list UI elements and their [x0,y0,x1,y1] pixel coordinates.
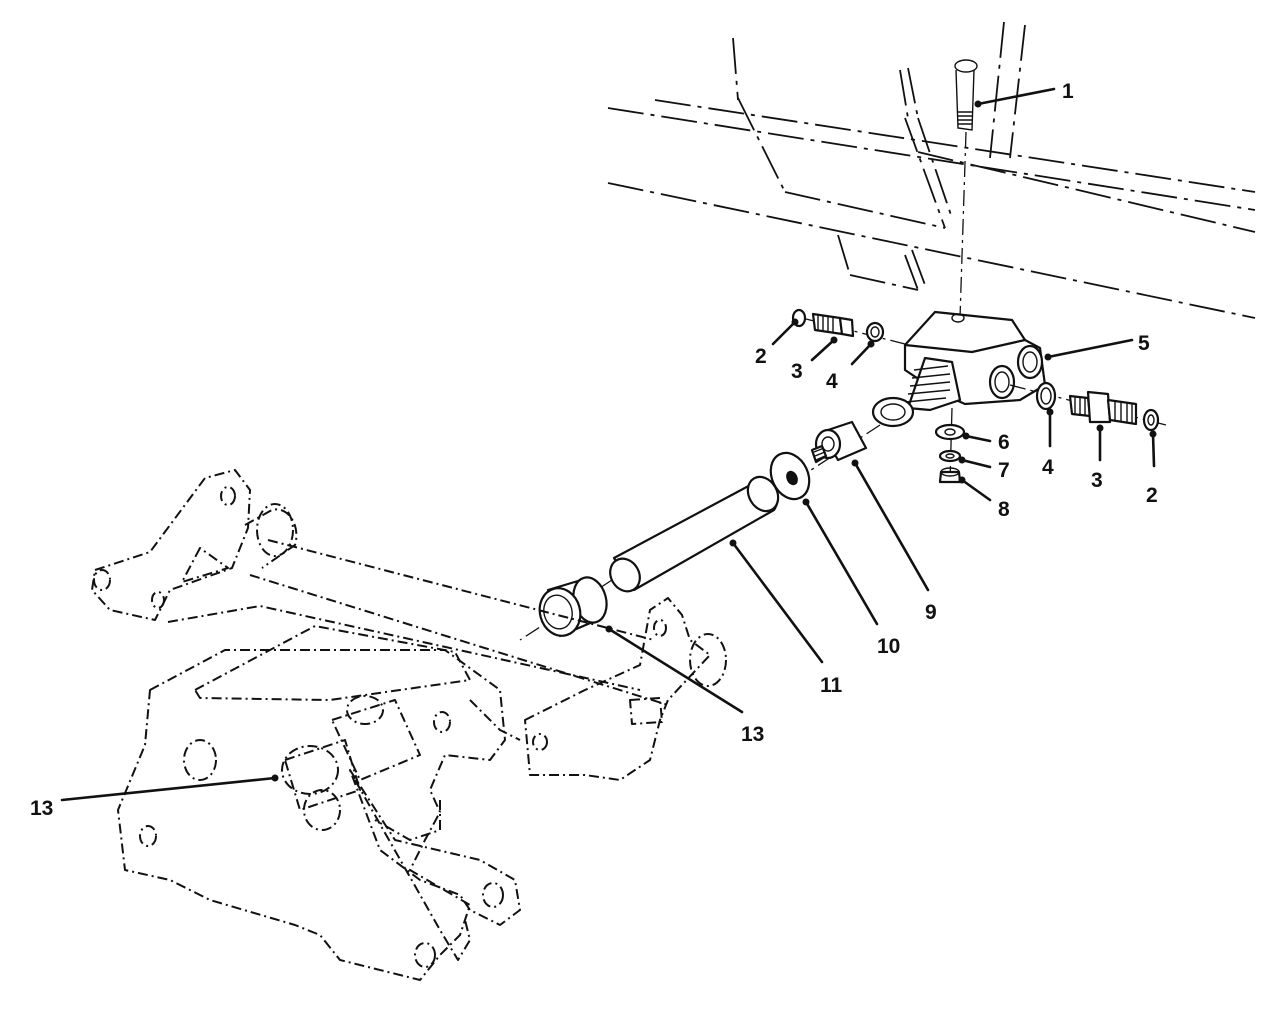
callout-label-3-left: 3 [791,360,803,383]
right-fitting-set [1009,381,1171,432]
callout-label-6: 6 [998,431,1010,454]
callout-10: 10 [802,498,900,658]
callout-label-1: 1 [1062,80,1074,103]
callout-label-13-left: 13 [30,797,53,820]
callout-label-7: 7 [998,459,1010,482]
callout-8: 8 [958,476,1010,521]
callout-label-2-right: 2 [1146,484,1158,507]
left-fitting-set [791,308,906,345]
cap-screw [807,420,881,473]
callout-3-right: 3 [1091,424,1104,492]
bolt [954,59,978,319]
callout-11: 11 [729,539,843,697]
callout-9: 9 [851,459,937,624]
callout-label-3-right: 3 [1091,469,1103,492]
callout-3-left: 3 [791,336,838,383]
callout-label-2-left: 2 [755,345,767,368]
pivot-shaft [519,475,780,641]
callout-label-9: 9 [925,601,937,624]
callout-5: 5 [1044,332,1150,361]
callout-2-right: 2 [1146,430,1158,507]
flanged-bushing [538,576,608,638]
callout-4-right: 4 [1042,408,1054,479]
callout-13-bushing: 13 [605,625,764,746]
callout-6: 6 [962,431,1010,454]
callout-label-4-left: 4 [826,370,838,393]
callout-1: 1 [974,80,1074,108]
washer-nut-stack [934,407,966,484]
callout-label-10: 10 [877,635,900,658]
callout-label-13-bushing: 13 [741,723,764,746]
vehicle-frame-phantom [607,21,1256,319]
callout-7: 7 [958,456,1010,482]
callout-2-left: 2 [755,318,799,368]
callout-13-left: 13 [30,774,279,820]
pivot-arm-phantom [91,469,727,981]
callout-label-11: 11 [820,674,843,697]
callout-label-5: 5 [1138,332,1150,355]
valve-body [871,310,1047,428]
callout-label-4-right: 4 [1042,456,1054,479]
callout-4-left: 4 [826,340,875,393]
callout-label-8: 8 [998,498,1010,521]
